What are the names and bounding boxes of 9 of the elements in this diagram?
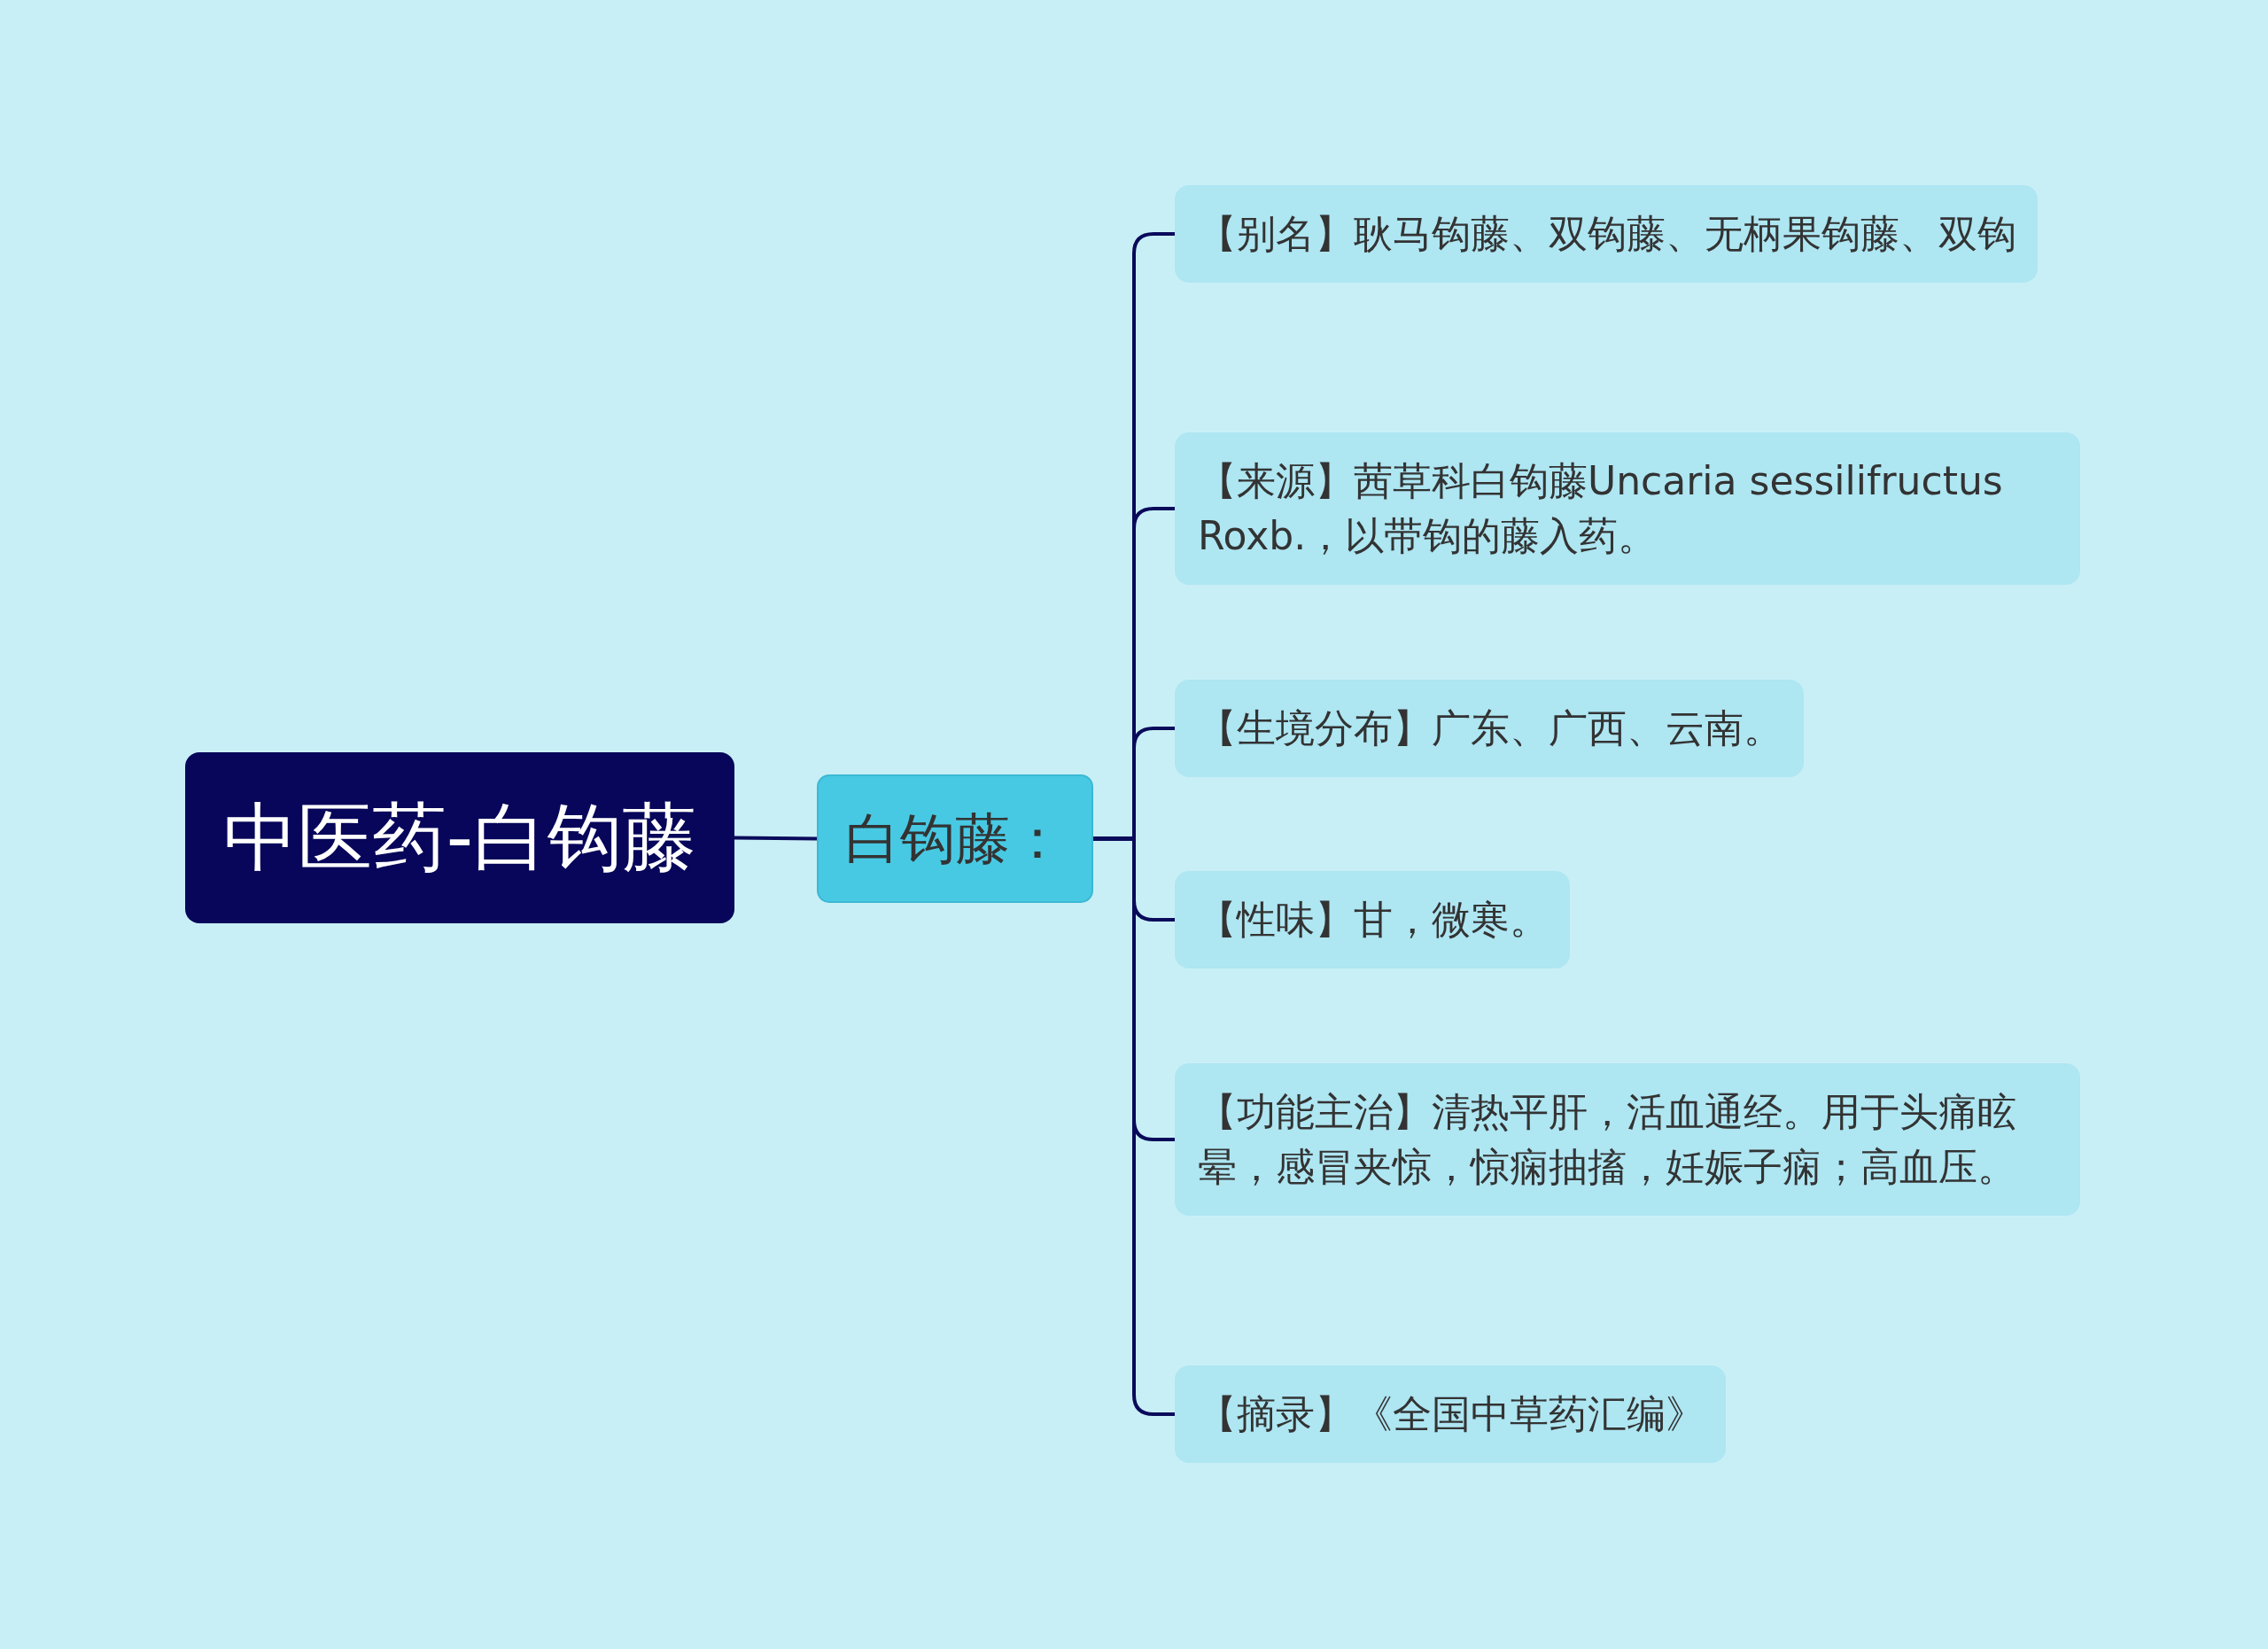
- topic-box: 【来源】茜草科白钩藤Uncaria sessilifructus Roxb.，以带钩的藤入药。: [1175, 432, 2080, 585]
- main-topic-box: 白钩藤：: [817, 774, 1093, 903]
- topic-box: 【生境分布】广东、广西、云南。: [1175, 680, 1804, 777]
- topic-box: 【别名】耿马钩藤、双钩藤、无柄果钩藤、双钩: [1175, 185, 2038, 283]
- connector-line: [734, 836, 818, 841]
- topic-box: 【功能主治】清热平肝，活血通经。用于头痛眩晕，感冒夹惊，惊痫抽搐，妊娠子痫；高血压。: [1175, 1063, 2080, 1216]
- topic-box: 【性味】甘，微寒。: [1175, 871, 1570, 968]
- topic-box: 【摘录】《全国中草药汇编》: [1175, 1365, 1726, 1463]
- root-topic-box: 中医药-白钩藤: [185, 752, 734, 923]
